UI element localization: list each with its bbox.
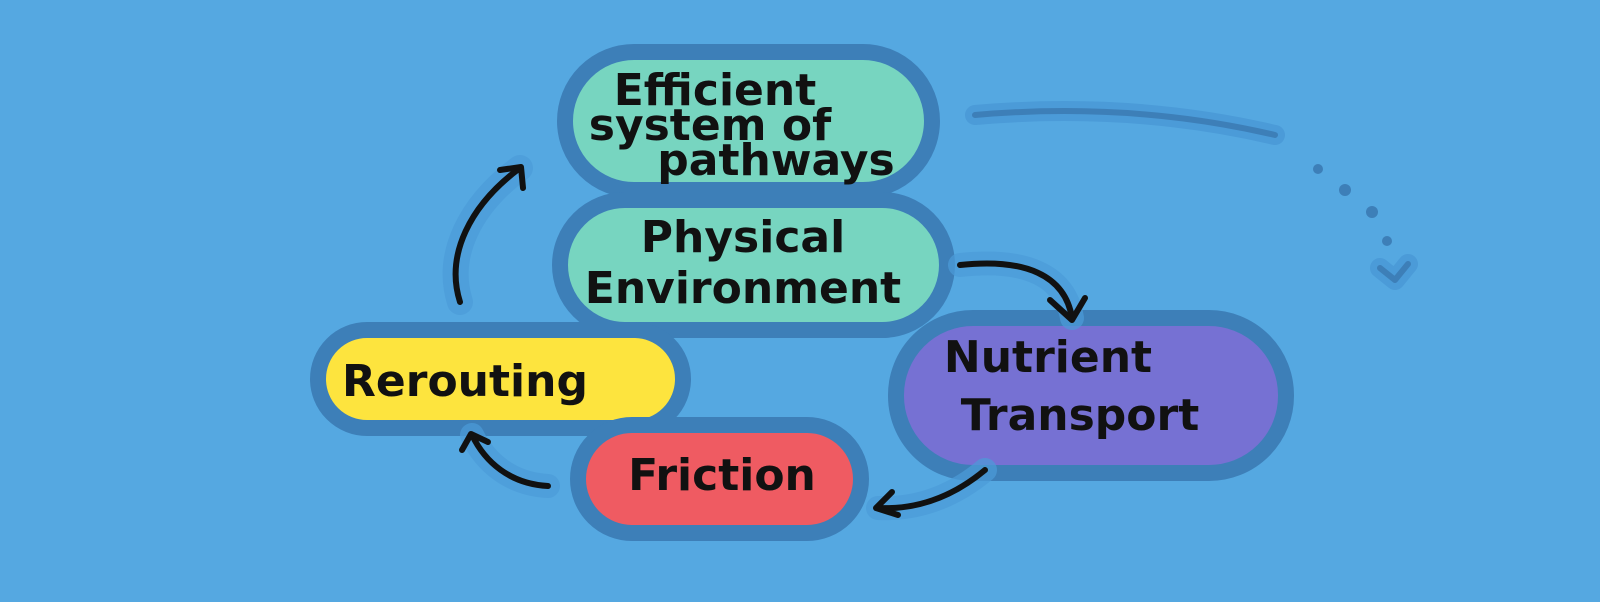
dotted-arrow-icon [965,101,1418,290]
node-nutrient-transport: Nutrient Transport [888,310,1294,481]
node-nutrient-transport-shape [888,310,1294,481]
node-friction-label: Friction [628,450,816,501]
node-physical-environment: Physical Environment [552,192,955,338]
node-efficient-pathways-line-1: Efficient [614,65,817,116]
node-rerouting-shape [310,322,691,436]
node-efficient-pathways: Efficient system of pathways [557,44,940,198]
node-physical-environment-line-1: Physical [641,212,845,263]
node-friction: Friction [570,417,869,541]
arrow-environment-to-transport [948,251,1088,330]
arrow-rerouting-to-pathways [442,155,533,315]
node-rerouting-label: Rerouting [342,356,588,407]
node-efficient-pathways-line-2: system of [589,100,832,151]
arrow-transport-to-friction [866,458,997,521]
node-nutrient-transport-line-1: Nutrient [944,332,1152,383]
node-nutrient-transport-line-2: Transport [961,390,1200,441]
node-physical-environment-line-2: Environment [585,263,901,314]
node-friction-shape [570,417,869,541]
node-efficient-pathways-line-3: pathways [657,135,894,186]
node-physical-environment-shape [552,192,955,338]
arrow-friction-to-rerouting [459,423,560,498]
node-rerouting: Rerouting [310,322,691,436]
node-efficient-pathways-shape [557,44,940,198]
